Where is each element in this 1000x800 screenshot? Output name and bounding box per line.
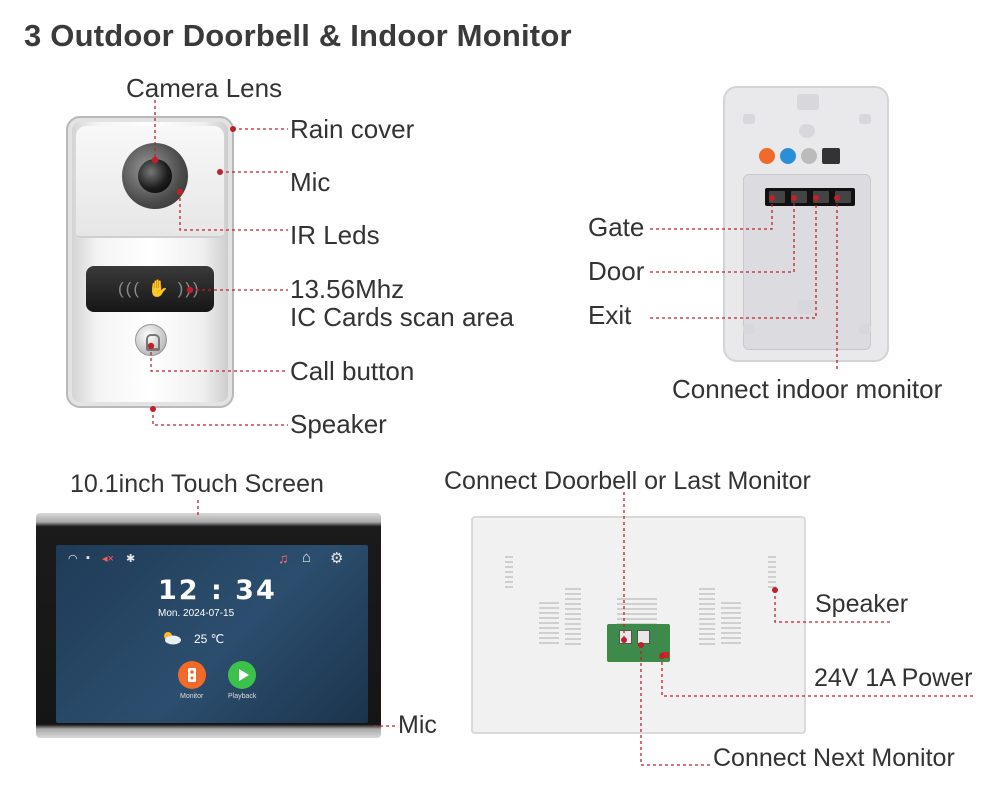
- temperature: 25 ℃: [194, 632, 225, 646]
- terminal-block: [765, 188, 855, 206]
- settings-gear-icon: ⚙: [330, 550, 344, 567]
- leader-speaker: [152, 409, 288, 426]
- indoor-monitor-back: [471, 516, 806, 734]
- label-mic: Mic: [290, 167, 331, 197]
- label-monitor-speaker: Speaker: [815, 590, 909, 618]
- person-icon: ✱: [126, 553, 136, 565]
- touch-screen: ◠ ▪ ◂× ✱ ♫ ⌂ ⚙ 12 : 34 Mon. 2024-07-15 2…: [56, 545, 368, 723]
- mount-slot: [743, 324, 755, 334]
- monitor-icon: [822, 148, 840, 164]
- alarm-bell-icon: ♫: [278, 550, 289, 566]
- playback-app-label: Playback: [228, 693, 257, 700]
- clock: 12 : 34: [158, 575, 277, 606]
- label-speaker: Speaker: [290, 409, 387, 439]
- vent-grille: [539, 602, 559, 644]
- mount-slot: [797, 94, 819, 110]
- doorbell-connector: [619, 630, 632, 644]
- label-power: 24V 1A Power: [814, 664, 973, 692]
- screw-hole: [799, 124, 815, 138]
- vent-grille: [505, 556, 513, 590]
- vent-grille: [565, 588, 581, 646]
- doorbell-app-icon: [188, 668, 196, 682]
- terminal-icons: [759, 148, 840, 164]
- vent-grille: [721, 602, 741, 644]
- connector-board: [607, 624, 670, 662]
- label-exit: Exit: [588, 300, 632, 330]
- exit-icon: [801, 148, 817, 164]
- vent-grille: [699, 588, 715, 646]
- monitor-app-label: Monitor: [180, 693, 204, 700]
- date: Mon. 2024-07-15: [158, 608, 235, 619]
- label-connect-next-monitor: Connect Next Monitor: [713, 744, 955, 772]
- next-monitor-connector: [637, 630, 650, 644]
- mount-slot: [859, 324, 871, 334]
- label-monitor-mic: Mic: [398, 711, 437, 739]
- playback-app-button[interactable]: [228, 661, 256, 689]
- camera-lens: [138, 159, 172, 193]
- gate-icon: [759, 148, 775, 164]
- doorbell-unit: ((( ✋ ))): [66, 116, 234, 408]
- call-button: [135, 324, 167, 356]
- page-title: 3 Outdoor Doorbell & Indoor Monitor: [24, 18, 572, 53]
- label-door: Door: [588, 256, 645, 286]
- label-camera-lens: Camera Lens: [126, 73, 283, 103]
- weather-icon: [164, 632, 181, 645]
- vent-grille: [768, 556, 776, 590]
- label-scan-frequency: 13.56Mhz: [290, 274, 405, 304]
- nfc-icon: ((( ✋ ))): [118, 279, 201, 298]
- mount-slot: [859, 114, 871, 124]
- mount-slot: [797, 300, 817, 314]
- mount-slot: [743, 114, 755, 124]
- power-connector: [662, 652, 669, 658]
- label-connect-doorbell: Connect Doorbell or Last Monitor: [444, 467, 811, 495]
- label-rain-cover: Rain cover: [290, 114, 415, 144]
- vent-grille: [617, 598, 657, 624]
- monitor-app-button[interactable]: [178, 661, 206, 689]
- sd-card-icon: ▪: [86, 552, 90, 564]
- label-call-button: Call button: [290, 356, 415, 386]
- label-ir-leds: IR Leds: [290, 220, 380, 250]
- play-icon: [239, 669, 249, 681]
- wifi-icon: ◠: [68, 553, 78, 565]
- label-touch-screen: 10.1inch Touch Screen: [70, 470, 324, 498]
- label-gate: Gate: [588, 212, 645, 242]
- label-scan-area: IC Cards scan area: [290, 302, 514, 332]
- mute-icon: ◂×: [102, 553, 114, 565]
- lock-icon: [780, 148, 796, 164]
- label-connect-indoor-monitor: Connect indoor monitor: [672, 374, 943, 404]
- indoor-monitor-front: ◠ ▪ ◂× ✱ ♫ ⌂ ⚙ 12 : 34 Mon. 2024-07-15 2…: [36, 513, 381, 738]
- home-icon: ⌂: [302, 549, 312, 566]
- doorbell-backplate: [723, 86, 889, 362]
